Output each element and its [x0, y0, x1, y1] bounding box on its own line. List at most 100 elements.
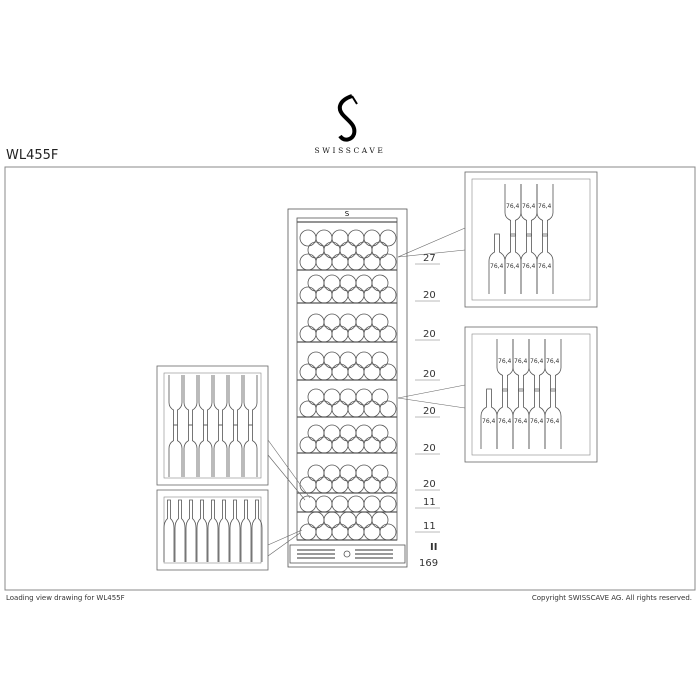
bottle-end: [355, 274, 373, 292]
bottle-end: [307, 313, 325, 331]
bottle: [488, 233, 506, 294]
bottle: [536, 233, 554, 294]
bottle-end: [323, 313, 341, 331]
bottle: [163, 499, 175, 562]
bottle-end: [371, 351, 389, 369]
grille-slat: [297, 553, 335, 555]
bottle-end: [379, 325, 397, 343]
bottle-width-label: 76,4: [490, 263, 504, 270]
bottle-end: [355, 241, 373, 259]
bottle-end: [347, 229, 365, 247]
inset-frame: [464, 326, 598, 463]
bottle: [528, 388, 546, 449]
bottle: [168, 375, 183, 426]
grille-slat: [355, 557, 393, 559]
inset-frame: [156, 489, 269, 571]
bottle-end: [363, 436, 381, 454]
bottle: [183, 424, 198, 477]
bottle-end: [315, 523, 333, 541]
bottle: [196, 499, 208, 562]
bottle-end: [339, 313, 357, 331]
brand-name: SWISSCAVE: [314, 146, 386, 155]
bottle: [504, 184, 522, 237]
bottle-end: [315, 286, 333, 304]
bottle-width-label: 76,4: [506, 263, 520, 270]
bottle-end: [363, 286, 381, 304]
bottle-end: [371, 313, 389, 331]
shelf-spacing-value: 20: [423, 479, 436, 490]
inset-frame: [464, 171, 598, 308]
bottle-end: [379, 523, 397, 541]
bottle-end: [331, 495, 349, 513]
bottle-end: [371, 274, 389, 292]
bottle-end: [315, 476, 333, 494]
bottle: [218, 499, 230, 562]
bottle-end: [315, 229, 333, 247]
footer-copyright: Copyright SWISSCAVE AG. All rights reser…: [531, 594, 692, 602]
bottle-end: [371, 241, 389, 259]
bottle-end: [323, 511, 341, 529]
bottle-end: [331, 229, 349, 247]
bottle-end: [307, 511, 325, 529]
bottle-end: [331, 476, 349, 494]
bottle-width-label: 76,4: [530, 358, 544, 365]
bottle: [512, 388, 530, 449]
bottle-end: [347, 363, 365, 381]
bottle-end: [355, 388, 373, 406]
bottle-end: [355, 313, 373, 331]
bottle: [496, 339, 514, 392]
bottle-end: [363, 476, 381, 494]
logo: [337, 94, 358, 142]
total-height-value: 169: [419, 558, 438, 569]
bottle-end: [299, 495, 317, 513]
bottle-end: [347, 436, 365, 454]
bottle-end: [379, 286, 397, 304]
bottle-end: [347, 476, 365, 494]
bottle: [168, 424, 183, 477]
leader-line: [267, 454, 306, 501]
bottle: [213, 424, 228, 477]
bottle-end: [315, 363, 333, 381]
bottle-width-label: 76,4: [546, 418, 560, 425]
bottle-end: [331, 253, 349, 271]
bottle-end: [299, 436, 317, 454]
bottle: [544, 388, 562, 449]
cabinet-base-grille: [289, 544, 406, 564]
shelf-spacing-value: 20: [423, 406, 436, 417]
bottle: [207, 499, 219, 562]
shelf-spacing-value: 11: [423, 521, 436, 532]
bottle-end: [363, 229, 381, 247]
shelf-spacing-value: 27: [423, 253, 436, 264]
bottle: [213, 375, 228, 426]
base-marker: II: [430, 542, 437, 553]
bottle-end: [323, 351, 341, 369]
grille-slat: [355, 553, 393, 555]
inset-frame: [156, 365, 269, 486]
bottle-end: [315, 495, 333, 513]
bottle: [512, 339, 530, 392]
bottle: [520, 233, 538, 294]
bottle-end: [315, 436, 333, 454]
inset-shelf: [471, 178, 591, 301]
bottle-end: [347, 400, 365, 418]
shelf-spacing-value: 20: [423, 290, 436, 301]
bottle-width-label: 76,4: [522, 203, 536, 210]
bottle-end: [331, 523, 349, 541]
bottle-end: [331, 325, 349, 343]
bottle-width-label: 76,4: [498, 418, 512, 425]
bottle-end: [331, 400, 349, 418]
bottle: [228, 424, 243, 477]
model-title: WL455F: [6, 148, 59, 163]
leader-line: [267, 529, 303, 546]
bottle-end: [323, 464, 341, 482]
bottle-end: [331, 363, 349, 381]
bottle-end: [299, 229, 317, 247]
bottle-end: [315, 325, 333, 343]
bottle-end: [339, 274, 357, 292]
shelf-spacing-value: 11: [423, 497, 436, 508]
bottle-end: [339, 511, 357, 529]
bottle: [229, 499, 241, 562]
bottle-end: [379, 363, 397, 381]
